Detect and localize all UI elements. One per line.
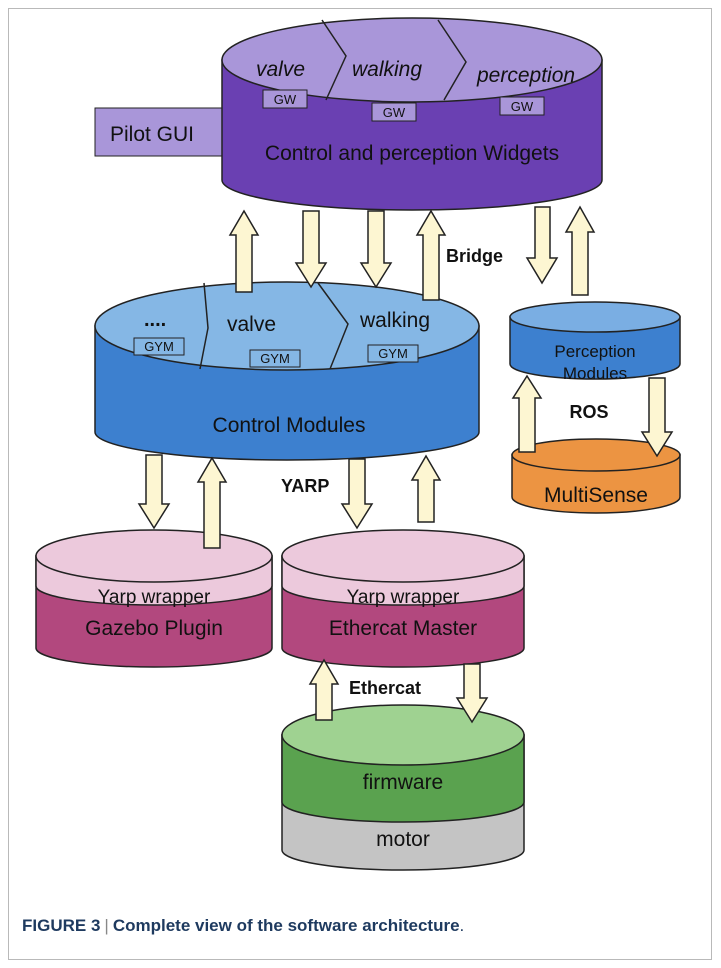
arrow-down: [455, 663, 489, 724]
gazebo-plugin-node: Yarp wrapper Gazebo Plugin: [35, 529, 273, 668]
arrow-up: [415, 209, 447, 301]
perception-cylinder-top: [509, 301, 681, 333]
gui-segment-divider: [321, 19, 347, 101]
bridge-label: Bridge: [446, 246, 503, 266]
arrow-down: [340, 458, 374, 530]
gui-segment-valve: valve: [256, 58, 305, 81]
ethercat-wrapper-label: Yarp wrapper: [347, 587, 460, 608]
arrow-up: [228, 209, 260, 293]
arrow-up: [511, 374, 543, 453]
gw-tag: GW: [499, 96, 545, 116]
perception-cylinder-side: [509, 316, 681, 380]
gazebo-plugin-label: Gazebo Plugin: [85, 617, 223, 640]
firmware-cylinder-top: [281, 704, 525, 766]
gym-tag: GYM: [133, 337, 185, 356]
motor-label: motor: [376, 828, 430, 851]
firmware-motor-node: firmware motor: [281, 704, 525, 871]
arrow-up: [564, 205, 596, 296]
svg-text:GW: GW: [511, 99, 534, 114]
pilot-gui-label: Pilot GUI: [110, 123, 194, 146]
firmware-label: firmware: [363, 771, 444, 794]
figure-caption: FIGURE 3|Complete view of the software a…: [22, 916, 464, 936]
gw-tag: GW: [371, 102, 417, 122]
ethercat-label: Ethercat: [349, 678, 421, 698]
gym-tag: GYM: [367, 344, 419, 363]
control-segment-more: ....: [144, 309, 166, 331]
control-segment-divider: [199, 282, 209, 370]
svg-text:GYM: GYM: [378, 346, 408, 361]
gazebo-wrapper-label: Yarp wrapper: [98, 587, 211, 608]
ethercat-cylinder-top: [281, 529, 525, 583]
control-modules-node: .... valve walking GYM GYM GYM Control M…: [94, 281, 480, 461]
arrow-down: [137, 454, 171, 530]
control-segment-walking: walking: [359, 309, 430, 332]
control-segment-divider: [317, 282, 349, 370]
control-segment-valve: valve: [227, 313, 276, 336]
gui-segment-divider: [437, 19, 467, 101]
svg-text:GYM: GYM: [144, 339, 174, 354]
caption-separator: |: [104, 916, 109, 935]
multisense-node: MultiSense: [511, 438, 681, 514]
svg-text:GW: GW: [274, 92, 297, 107]
arrow-down: [359, 210, 393, 289]
svg-text:GYM: GYM: [260, 351, 290, 366]
gym-tag: GYM: [249, 349, 301, 368]
perception-label: Modules: [563, 364, 627, 383]
caption-period: .: [459, 916, 465, 935]
gui-segment-walking: walking: [352, 58, 422, 81]
ethercat-master-label: Ethercat Master: [329, 617, 477, 640]
perception-label: Perception: [554, 342, 635, 361]
ethercat-master-node: Yarp wrapper Ethercat Master: [281, 529, 525, 668]
arrow-down: [525, 206, 559, 285]
figure-number: FIGURE 3: [22, 916, 101, 935]
arrow-up: [308, 658, 340, 721]
gui-widgets-label: Control and perception Widgets: [265, 142, 559, 165]
svg-text:GW: GW: [383, 105, 406, 120]
arrow-down: [640, 377, 674, 458]
perception-modules-node: Perception Modules: [509, 301, 681, 383]
gui-cylinder-top: [221, 17, 603, 103]
arrow-up: [196, 456, 228, 549]
pilot-gui-node: Pilot GUI valve walking perception GW GW…: [94, 17, 603, 211]
yarp-label: YARP: [281, 476, 329, 496]
arrow-down: [294, 210, 328, 289]
gui-segment-perception: perception: [476, 64, 575, 87]
gw-tag: GW: [262, 89, 308, 109]
pilot-gui-box[interactable]: [94, 107, 229, 157]
control-modules-label: Control Modules: [213, 414, 366, 437]
gazebo-cylinder-top: [35, 529, 273, 583]
arrow-up: [410, 454, 442, 523]
caption-text: Complete view of the software architectu…: [112, 916, 460, 935]
multisense-cylinder-top: [511, 438, 681, 472]
multisense-label: MultiSense: [544, 484, 648, 507]
ros-label: ROS: [569, 402, 608, 422]
